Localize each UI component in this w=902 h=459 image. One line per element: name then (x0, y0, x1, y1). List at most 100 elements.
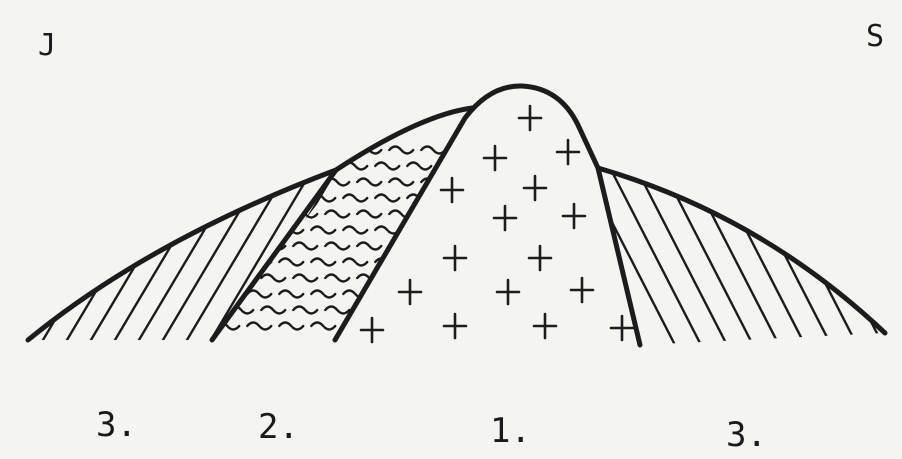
plus-sign (361, 318, 383, 342)
wavy-stroke (421, 147, 445, 154)
wavy-stroke (439, 291, 463, 298)
hatch-line (208, 160, 318, 345)
wavy-stroke (407, 259, 431, 266)
wavy-stroke (407, 163, 431, 170)
wavy-stroke (389, 147, 413, 154)
plus-sign (563, 204, 585, 228)
wavy-stroke (407, 323, 431, 330)
wavy-stroke (421, 275, 445, 282)
wavy-stroke (247, 163, 271, 170)
hatch-line (710, 160, 805, 345)
wavy-stroke (293, 307, 317, 314)
wavy-stroke (389, 179, 413, 186)
wavy-stroke (357, 243, 381, 250)
right-corner-label: S (866, 19, 884, 54)
wavy-stroke (375, 291, 399, 298)
plus-sign (441, 178, 463, 202)
hatch-line (352, 160, 462, 345)
wavy-stroke (293, 147, 317, 154)
wavy-stroke (471, 227, 495, 234)
wavy-stroke (279, 163, 303, 170)
wavy-stroke (293, 243, 317, 250)
plus-sign (444, 314, 466, 338)
wavy-stroke (453, 147, 477, 154)
left-corner-label: J (38, 28, 56, 63)
wavy-stroke (453, 275, 477, 282)
hatch-line (814, 160, 902, 345)
plus-sign (611, 316, 633, 340)
hatch-line (88, 160, 198, 345)
wavy-stroke (229, 147, 253, 154)
plus-sign (534, 314, 556, 338)
unit-label-right-3: 3. (726, 415, 767, 455)
plus-sign (519, 106, 541, 130)
wavy-stroke (471, 291, 495, 298)
wavy-stroke (261, 211, 285, 218)
wavy-stroke (229, 179, 253, 186)
wavy-stroke (375, 195, 399, 202)
wavy-stroke (311, 259, 335, 266)
plus-sign (497, 280, 519, 304)
wavy-stroke (279, 291, 303, 298)
wavy-stroke (485, 179, 509, 186)
wavy-stroke (471, 163, 495, 170)
hatch-line (658, 160, 753, 345)
wavy-stroke (261, 307, 285, 314)
wavy-stroke (357, 307, 381, 314)
wavy-stroke (439, 163, 463, 170)
wavy-stroke (421, 243, 445, 250)
wavy-stroke (325, 147, 349, 154)
hatch-line (892, 160, 902, 345)
wavy-stroke (279, 323, 303, 330)
wavy-stroke (439, 227, 463, 234)
wavy-stroke (325, 211, 349, 218)
wavy-stroke (311, 227, 335, 234)
wavy-stroke (311, 323, 335, 330)
wavy-stroke (485, 307, 509, 314)
plus-sign (524, 176, 546, 200)
plus-sign (484, 146, 506, 170)
wavy-stroke (439, 259, 463, 266)
wavy-stroke (453, 243, 477, 250)
hatch-line (112, 160, 222, 345)
hatch-line (632, 160, 727, 345)
unit-label-2: 2. (258, 407, 299, 447)
plus-sign (494, 206, 516, 230)
left-unit-3-hatch (40, 160, 462, 345)
hatch-line (160, 160, 270, 345)
wavy-stroke (357, 211, 381, 218)
wavy-stroke (261, 275, 285, 282)
wavy-stroke (421, 211, 445, 218)
wavy-stroke (325, 275, 349, 282)
unit-2-wavy-pattern (215, 147, 509, 330)
wavy-stroke (311, 291, 335, 298)
plus-sign (571, 278, 593, 302)
hatch-line (762, 160, 857, 345)
wavy-stroke (261, 147, 285, 154)
plus-sign (444, 246, 466, 270)
wavy-stroke (279, 259, 303, 266)
wavy-stroke (485, 243, 509, 250)
wavy-stroke (375, 163, 399, 170)
wavy-stroke (261, 179, 285, 186)
wavy-stroke (247, 323, 271, 330)
hatch-line (684, 160, 779, 345)
wavy-stroke (421, 307, 445, 314)
right-unit-3-hatch (580, 160, 902, 345)
wavy-stroke (311, 163, 335, 170)
wavy-stroke (485, 275, 509, 282)
wavy-stroke (343, 227, 367, 234)
wavy-stroke (247, 291, 271, 298)
wavy-stroke (453, 211, 477, 218)
wavy-stroke (389, 307, 413, 314)
plus-sign (399, 280, 421, 304)
wavy-stroke (325, 243, 349, 250)
wavy-stroke (279, 195, 303, 202)
right-flank-outline (598, 168, 885, 333)
wavy-stroke (453, 179, 477, 186)
wavy-stroke (375, 323, 399, 330)
wavy-stroke (471, 195, 495, 202)
plus-sign (557, 140, 579, 164)
